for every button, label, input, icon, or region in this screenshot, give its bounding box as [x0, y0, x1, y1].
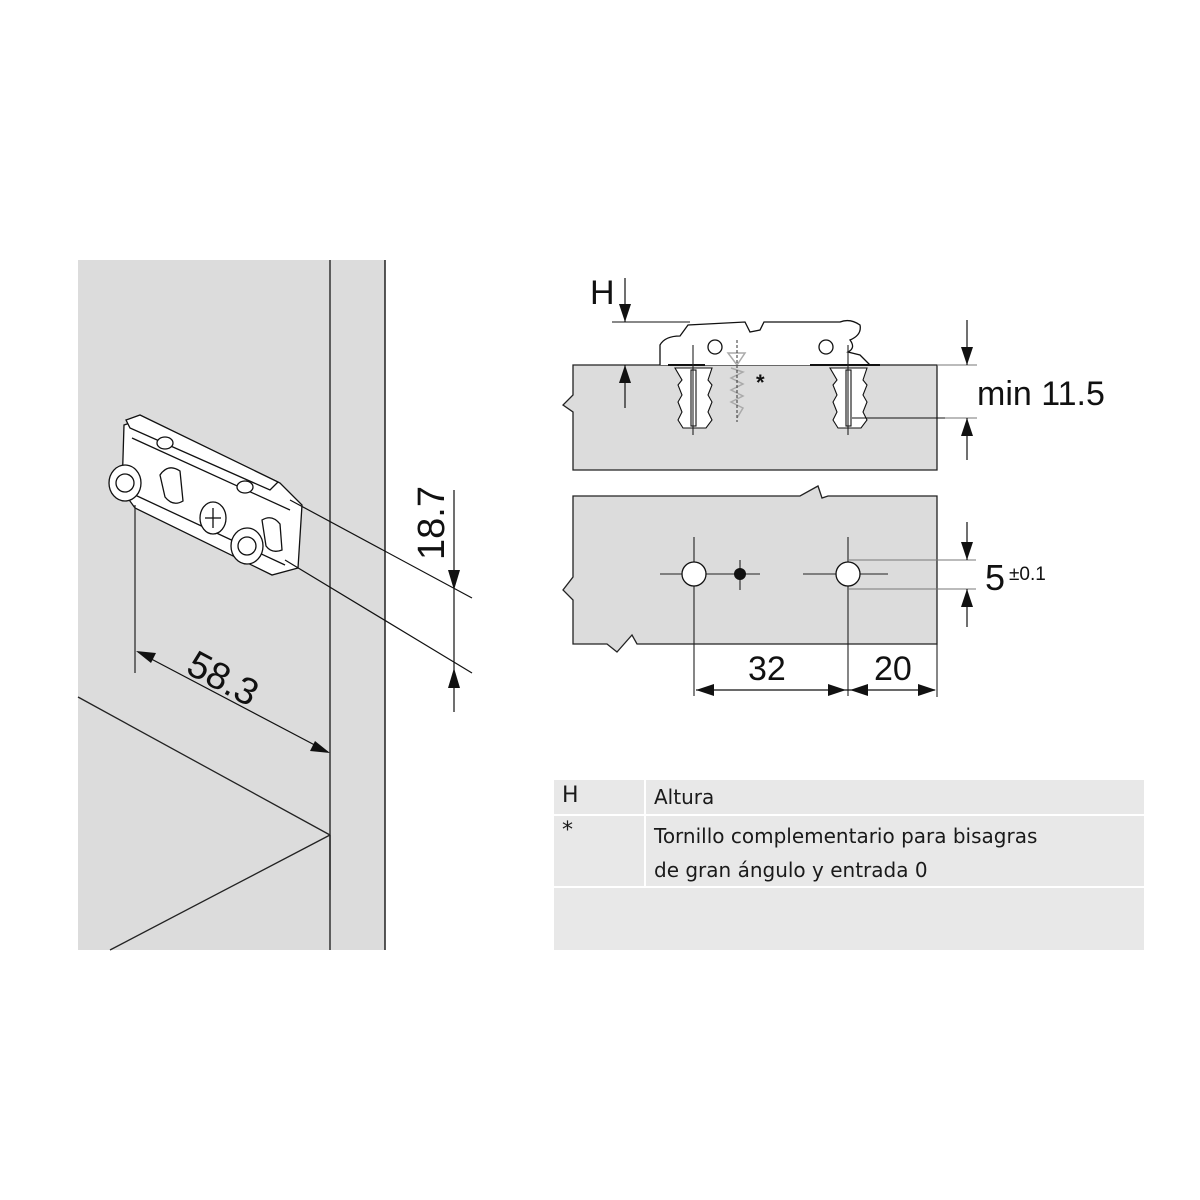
drilling-panel [562, 485, 938, 653]
shelf-edge-line [77, 696, 331, 836]
offset-tolerance-label: ±0.1 [1009, 564, 1046, 585]
legend-key: * [562, 818, 573, 843]
legend-row-h: H Altura [554, 780, 1144, 816]
dimension-18-7: 18.7 [284, 486, 473, 712]
legend-table: H Altura * Tornillo complementario para … [554, 780, 1144, 950]
panel-front-edge [330, 260, 385, 950]
edge-distance-label: 20 [874, 650, 912, 688]
dimension-label-18-7: 18.7 [411, 486, 453, 560]
legend-row-asterisk: * Tornillo complementario para bisagras … [554, 816, 1144, 888]
drill-hole-right [835, 561, 861, 587]
cabinet-side-panel [78, 260, 330, 950]
pilot-hole [734, 568, 746, 580]
expansion-dowel-right [829, 345, 868, 435]
legend-divider [644, 816, 646, 886]
drilling-pattern-view: 5 ±0.1 32 20 [562, 485, 1046, 697]
height-label-h: H [590, 274, 615, 312]
legend-value-line-1: Tornillo complementario para bisagras [654, 824, 1038, 848]
legend-value: Altura [654, 785, 715, 809]
dimension-min-11-5: min 11.5 [852, 320, 1105, 460]
section-view: * H min 11.5 [561, 274, 1105, 471]
legend-value-line-2: de gran ángulo y entrada 0 [654, 858, 928, 882]
asterisk-marker: * [756, 370, 765, 395]
complementary-screw [726, 340, 747, 422]
min-depth-label: min 11.5 [977, 375, 1105, 413]
dimension-h: H [590, 274, 690, 408]
mounting-plate-section [659, 319, 871, 366]
hole-spacing-label: 32 [748, 650, 786, 688]
mounting-plate-isometric [108, 414, 303, 576]
legend-divider [644, 780, 646, 814]
drill-hole-left [681, 561, 707, 587]
expansion-dowel-left [674, 345, 713, 435]
legend-key: H [562, 783, 579, 808]
offset-label: 5 [985, 557, 1005, 598]
cabinet-isometric-view: 58.3 18.7 [77, 260, 473, 951]
